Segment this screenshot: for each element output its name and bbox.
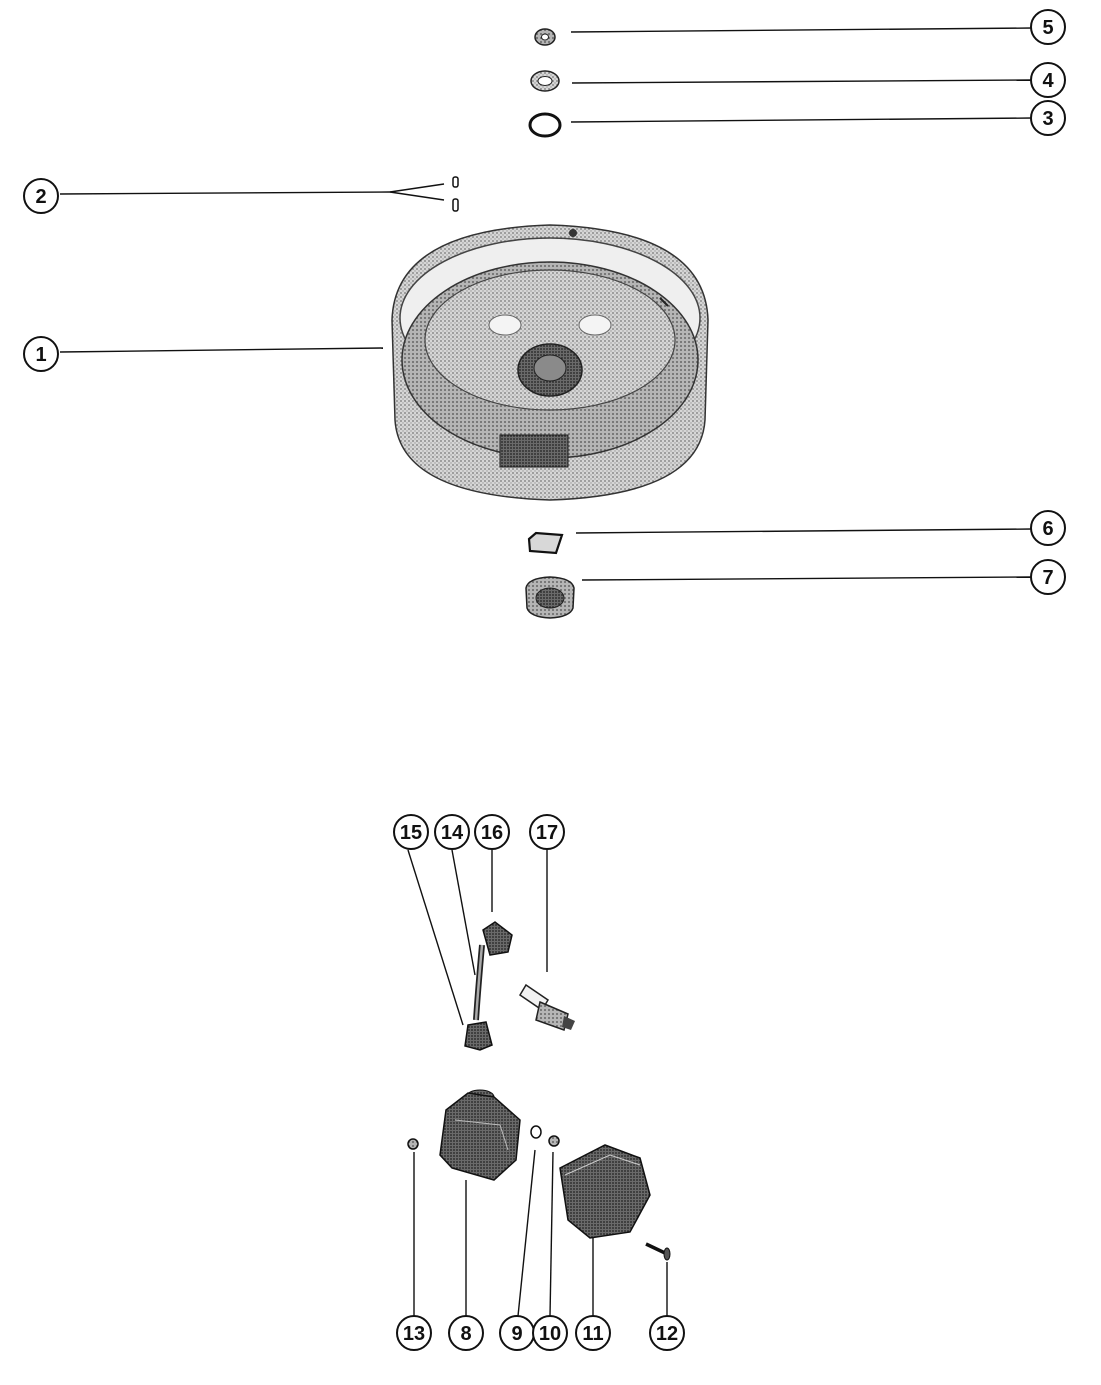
callout-9: 9 bbox=[499, 1315, 535, 1351]
small-nut-part bbox=[548, 1135, 560, 1147]
flywheel-part bbox=[391, 224, 709, 501]
svg-text:6: 6 bbox=[1042, 518, 1053, 540]
washer-part bbox=[530, 70, 560, 92]
callout-10: 10 bbox=[532, 1315, 568, 1351]
callout-5: 5 bbox=[1030, 9, 1066, 45]
svg-text:5: 5 bbox=[1042, 17, 1053, 39]
coil-cover-part bbox=[559, 1144, 651, 1239]
callout-8: 8 bbox=[448, 1315, 484, 1351]
svg-text:13: 13 bbox=[403, 1323, 425, 1345]
callout-2: 2 bbox=[23, 178, 59, 214]
svg-text:2: 2 bbox=[35, 186, 46, 208]
svg-text:3: 3 bbox=[1042, 108, 1053, 130]
svg-text:15: 15 bbox=[400, 822, 422, 844]
key-part bbox=[527, 531, 564, 555]
svg-text:7: 7 bbox=[1042, 567, 1053, 589]
ignition-coil-part bbox=[439, 1089, 521, 1181]
callout-16: 16 bbox=[474, 814, 510, 850]
callout-7: 7 bbox=[1030, 559, 1066, 595]
callout-3: 3 bbox=[1030, 100, 1066, 136]
svg-text:11: 11 bbox=[582, 1323, 603, 1345]
svg-text:14: 14 bbox=[441, 822, 464, 844]
callout-12: 12 bbox=[649, 1315, 685, 1351]
svg-text:10: 10 bbox=[539, 1323, 561, 1345]
cover-screw-part bbox=[645, 1242, 671, 1261]
callout-17: 17 bbox=[529, 814, 565, 850]
leader-lines bbox=[59, 27, 1033, 1317]
svg-text:17: 17 bbox=[536, 822, 558, 844]
o-ring-part bbox=[528, 112, 562, 138]
callout-11: 11 bbox=[575, 1315, 611, 1351]
svg-text:1: 1 bbox=[35, 344, 46, 366]
svg-text:8: 8 bbox=[460, 1323, 471, 1345]
screws-part bbox=[452, 176, 459, 212]
coil-nut-part bbox=[407, 1138, 419, 1150]
bearing-part bbox=[525, 576, 575, 619]
callout-14: 14 bbox=[434, 814, 470, 850]
spark-plug-part bbox=[518, 983, 575, 1031]
lock-washer-part bbox=[530, 1125, 542, 1139]
nut-part bbox=[534, 28, 556, 46]
callout-1: 1 bbox=[23, 336, 59, 372]
svg-text:4: 4 bbox=[1042, 70, 1054, 92]
callout-6: 6 bbox=[1030, 510, 1066, 546]
spark-plug-lead-part bbox=[464, 921, 513, 1051]
callout-4: 4 bbox=[1030, 62, 1066, 98]
svg-text:16: 16 bbox=[481, 822, 503, 844]
svg-text:9: 9 bbox=[511, 1323, 522, 1345]
callout-13: 13 bbox=[396, 1315, 432, 1351]
callout-15: 15 bbox=[393, 814, 429, 850]
svg-text:12: 12 bbox=[656, 1323, 678, 1345]
